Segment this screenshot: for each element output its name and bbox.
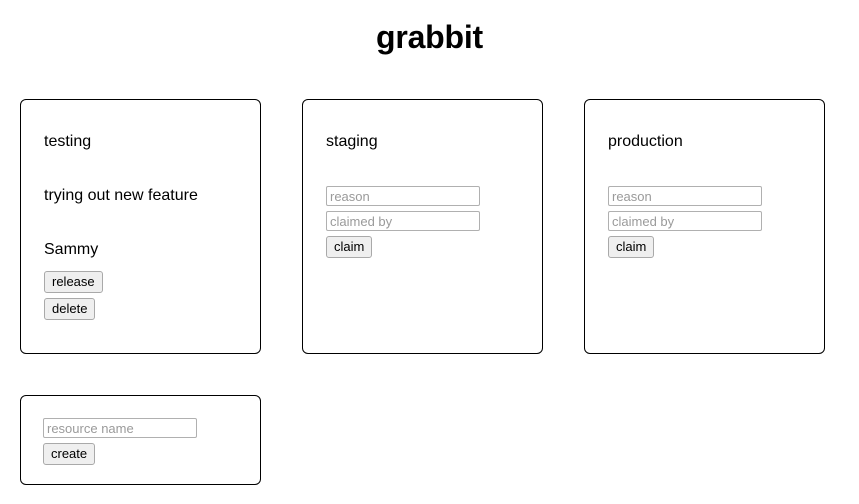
claimed-by-input[interactable] bbox=[608, 211, 762, 231]
resource-name-input[interactable] bbox=[43, 418, 197, 438]
reason-input[interactable] bbox=[326, 186, 480, 206]
claimed-by-input[interactable] bbox=[326, 211, 480, 231]
resource-name-heading: testing bbox=[44, 133, 92, 150]
release-button[interactable]: release bbox=[44, 271, 103, 293]
claim-reason-text: trying out new feature bbox=[44, 187, 198, 204]
create-resource-form: create bbox=[43, 418, 197, 470]
resource-card-body: testing trying out new feature Sammy rel… bbox=[44, 132, 248, 325]
resource-card-body: production claim bbox=[608, 132, 812, 263]
delete-button[interactable]: delete bbox=[44, 298, 96, 320]
resource-card-list: testing trying out new feature Sammy rel… bbox=[20, 99, 825, 354]
resource-card-testing: testing trying out new feature Sammy rel… bbox=[20, 99, 261, 354]
resource-card-production: production claim bbox=[584, 99, 825, 354]
claimed-by-text: Sammy bbox=[44, 241, 99, 258]
resource-name-heading: production bbox=[608, 133, 683, 150]
claim-button[interactable]: claim bbox=[608, 236, 655, 258]
resource-card-body: staging claim bbox=[326, 132, 530, 263]
claim-button[interactable]: claim bbox=[326, 236, 373, 258]
reason-input[interactable] bbox=[608, 186, 762, 206]
create-resource-card: create bbox=[20, 395, 261, 485]
create-button[interactable]: create bbox=[43, 443, 96, 465]
resource-card-staging: staging claim bbox=[302, 99, 543, 354]
page-title: grabbit bbox=[375, 19, 484, 55]
resource-name-heading: staging bbox=[326, 133, 378, 150]
